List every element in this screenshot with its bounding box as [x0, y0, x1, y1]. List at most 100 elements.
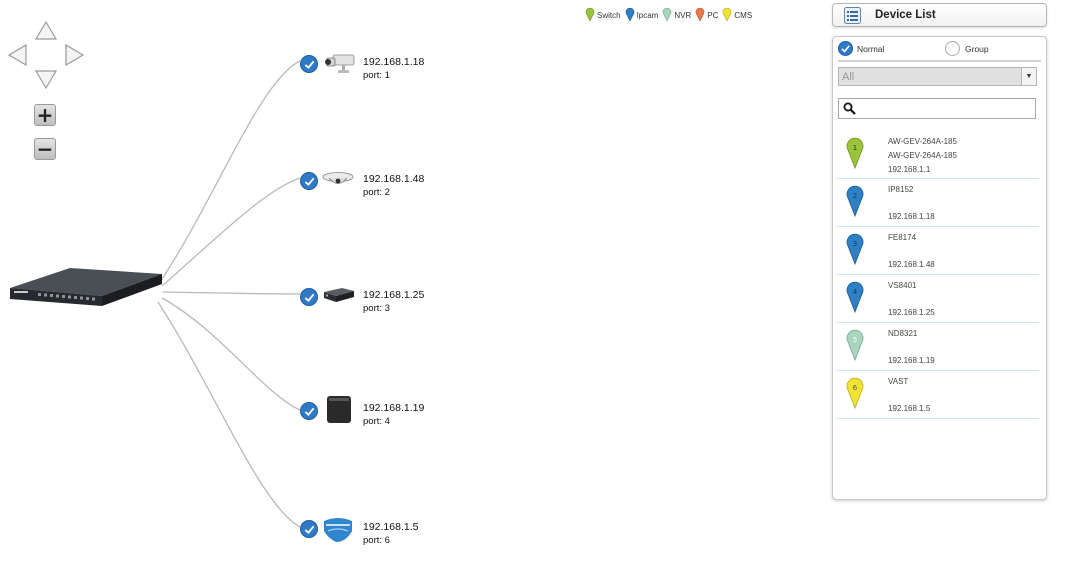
switch-pin-icon: 1 — [846, 137, 864, 169]
device-name: VS8401 — [888, 281, 917, 290]
legend-item-nvr: NVR — [662, 8, 691, 22]
legend-label: Switch — [597, 10, 621, 20]
search-icon — [843, 102, 856, 115]
check-icon — [841, 45, 850, 53]
ipcam-pin-icon: 2 — [846, 185, 864, 217]
device-model: AW-GEV-264A-185 — [888, 151, 957, 160]
device-list-item[interactable]: 4 VS8401 192.168.1.25 — [837, 275, 1039, 323]
node-port: port: 2 — [363, 187, 390, 198]
device-search-input[interactable] — [859, 100, 1029, 116]
dome-camera-icon — [322, 172, 354, 184]
svg-text:5: 5 — [853, 336, 857, 344]
link-line — [161, 177, 301, 287]
normal-mode-radio[interactable] — [838, 41, 853, 56]
pan-up-button[interactable] — [34, 20, 58, 42]
check-icon — [300, 288, 318, 306]
device-list-item[interactable]: 3 FE8174 192.168.1.48 — [837, 227, 1039, 275]
legend-item-pc: PC — [695, 8, 718, 22]
plus-icon: + — [36, 103, 54, 127]
legend-item-switch: Switch — [585, 8, 621, 22]
mode-divider — [838, 60, 1041, 62]
check-icon — [300, 520, 318, 538]
node-ip: 192.168.1.18 — [363, 56, 425, 68]
arrow-down-icon — [34, 70, 58, 90]
switch-pin-icon — [585, 8, 595, 22]
node-port: port: 4 — [363, 416, 390, 427]
legend-item-cms: CMS — [722, 8, 752, 22]
device-name: AW-GEV-264A-185 — [888, 137, 957, 146]
node-ip: 192.168.1.5 — [363, 521, 419, 533]
device-list-header[interactable]: Device List — [832, 3, 1047, 27]
ipcam-pin-icon: 4 — [846, 281, 864, 313]
nvr-box-icon — [327, 396, 351, 423]
zoom-out-button[interactable]: − — [34, 138, 56, 160]
device-name: ND8321 — [888, 329, 918, 338]
link-line — [162, 291, 301, 295]
device-search-box[interactable] — [838, 98, 1036, 119]
nvr-pin-icon: 5 — [846, 329, 864, 361]
device-list-item[interactable]: 2 IP8152 192.168.1.18 — [837, 179, 1039, 227]
device-ip: 192.168.1.5 — [888, 404, 931, 413]
bullet-camera-icon — [325, 54, 355, 73]
device-list-panel: Normal Group All ▼ 1 AW-GEV-264A-185 AW-… — [832, 36, 1047, 500]
legend-label: NVR — [674, 10, 692, 20]
device-list-title: Device List — [875, 9, 936, 21]
cms-pin-icon: 6 — [846, 377, 864, 409]
check-icon — [300, 402, 318, 420]
device-type-legend: Switch Ipcam NVR PC CMS — [585, 8, 756, 22]
device-ip: 192.168.1.48 — [888, 260, 935, 269]
node-port: port: 3 — [363, 303, 390, 314]
link-line — [159, 60, 301, 283]
device-list-item[interactable]: 6 VAST 192.168.1.5 — [837, 371, 1039, 419]
device-name: FE8174 — [888, 233, 917, 242]
link-line — [161, 297, 301, 411]
svg-text:4: 4 — [853, 288, 858, 296]
device-list-item[interactable]: 5 ND8321 192.168.1.19 — [837, 323, 1039, 371]
ipcam-pin-icon: 3 — [846, 233, 864, 265]
node-ip: 192.168.1.25 — [363, 289, 425, 301]
legend-item-ipcam: Ipcam — [625, 8, 659, 22]
node-ip: 192.168.1.48 — [363, 173, 425, 185]
device-ip: 192.168.1.25 — [888, 308, 935, 317]
device-ip: 192.168.1.1 — [888, 165, 931, 174]
svg-text:1: 1 — [853, 144, 857, 152]
chevron-down-icon[interactable]: ▼ — [1021, 68, 1036, 85]
device-filter-select[interactable]: All ▼ — [838, 67, 1037, 86]
check-icon — [300, 172, 318, 190]
device-ip: 192.168.1.18 — [888, 212, 935, 221]
svg-text:3: 3 — [853, 240, 857, 248]
arrow-up-icon — [34, 20, 58, 40]
device-ip: 192.168.1.19 — [888, 356, 935, 365]
video-server-icon — [324, 288, 354, 302]
svg-text:6: 6 — [853, 384, 858, 392]
device-list-item[interactable]: 1 AW-GEV-264A-185 AW-GEV-264A-185 192.16… — [837, 130, 1039, 179]
arrow-right-icon — [65, 43, 85, 67]
normal-mode-label: Normal — [857, 44, 885, 54]
link-line — [157, 301, 301, 528]
pan-right-button[interactable] — [62, 43, 86, 67]
network-switch-icon[interactable] — [8, 266, 164, 316]
zoom-in-button[interactable]: + — [34, 104, 56, 126]
legend-label: PC — [707, 10, 719, 20]
pan-left-button[interactable] — [6, 43, 30, 67]
device-name: VAST — [888, 377, 909, 386]
group-mode-radio[interactable] — [945, 41, 960, 56]
check-icon — [300, 55, 318, 73]
device-filter-value: All — [842, 71, 855, 83]
svg-text:2: 2 — [853, 192, 857, 200]
node-ip: 192.168.1.19 — [363, 402, 425, 414]
legend-label: Ipcam — [636, 10, 659, 20]
nvr-pin-icon — [663, 8, 672, 22]
cms-pin-icon — [723, 8, 732, 22]
pc-pin-icon — [695, 8, 705, 22]
ipcam-pin-icon — [625, 8, 634, 22]
node-port: port: 6 — [363, 535, 390, 546]
node-port: port: 1 — [363, 70, 390, 81]
group-mode-label: Group — [965, 44, 989, 54]
legend-label: CMS — [734, 10, 753, 20]
vast-logo-icon — [324, 518, 352, 542]
device-name: IP8152 — [888, 185, 914, 194]
arrow-left-icon — [7, 43, 27, 67]
pan-down-button[interactable] — [34, 68, 58, 90]
